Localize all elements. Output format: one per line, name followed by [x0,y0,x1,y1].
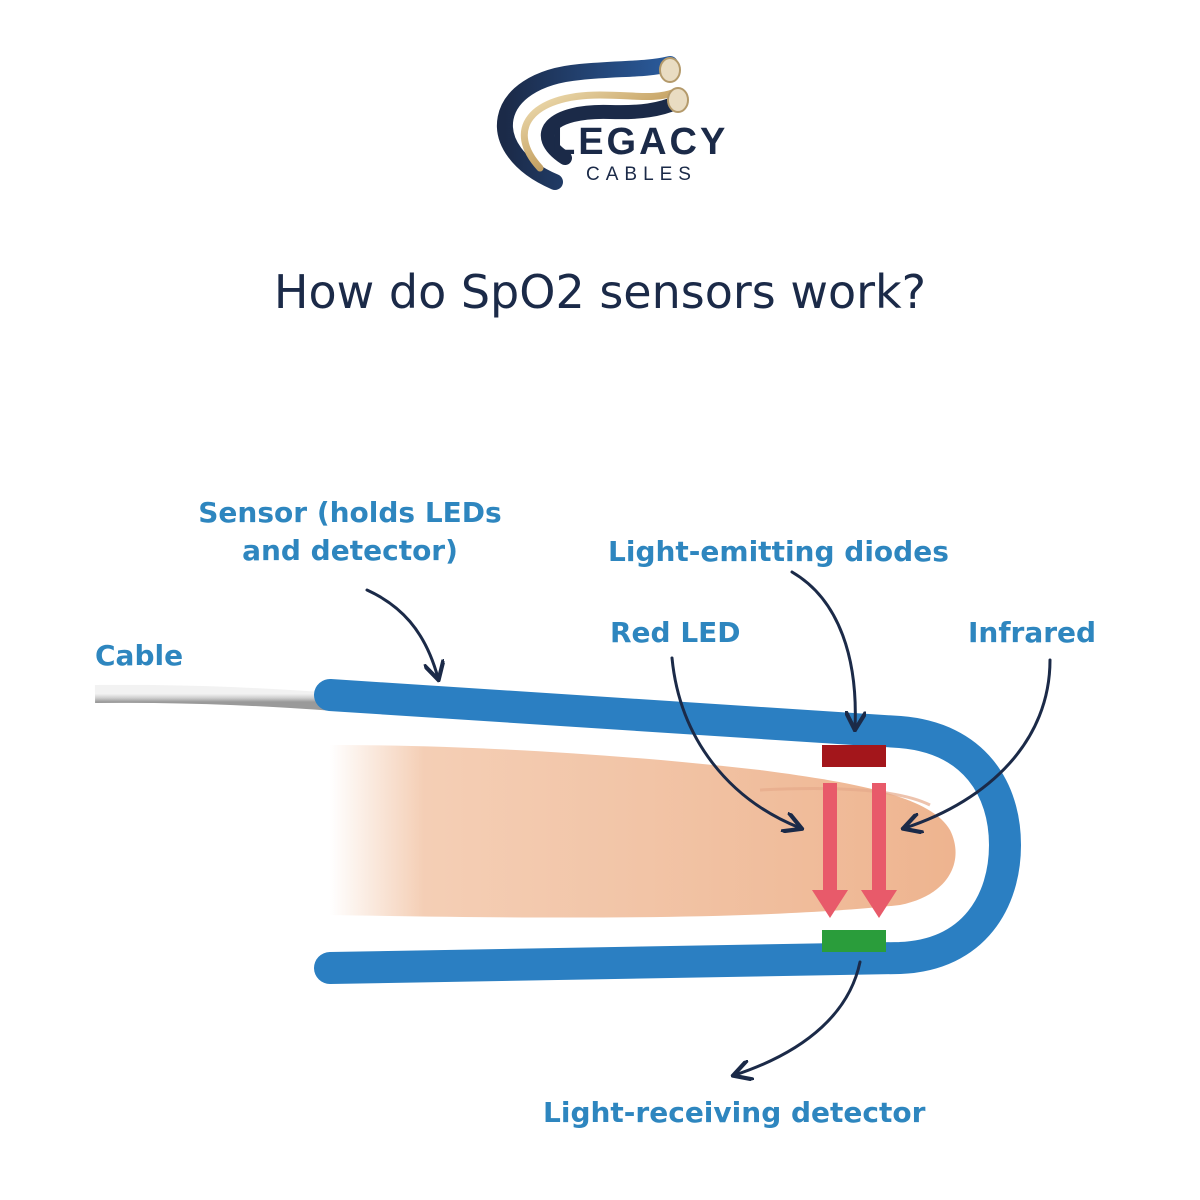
sensor-clip [314,679,1021,984]
fingernail [759,787,931,807]
logo-wordmark: LEGACY [552,121,729,163]
finger [330,745,956,918]
led-diodes-pointer [790,570,855,728]
red-led [822,745,886,767]
red-led-pointer [670,656,800,828]
led-diodes-label: Light-emitting diodes [608,535,949,568]
light-detector [822,930,886,952]
detector-pointer [735,960,862,1075]
red-led-label: Red LED [610,616,741,649]
light-arrows [812,783,897,918]
page-title: How do SpO2 sensors work? [273,265,927,319]
cable-label: Cable [95,639,184,672]
infrared-label: Infrared [968,616,1097,649]
sensor-pointer [365,588,438,678]
legacy-cables-logo [496,56,689,190]
infrared-pointer [905,658,1052,828]
cable [94,684,336,711]
logo-tagline: CABLES [586,164,697,185]
detector-label: Light-receiving detector [543,1096,926,1129]
